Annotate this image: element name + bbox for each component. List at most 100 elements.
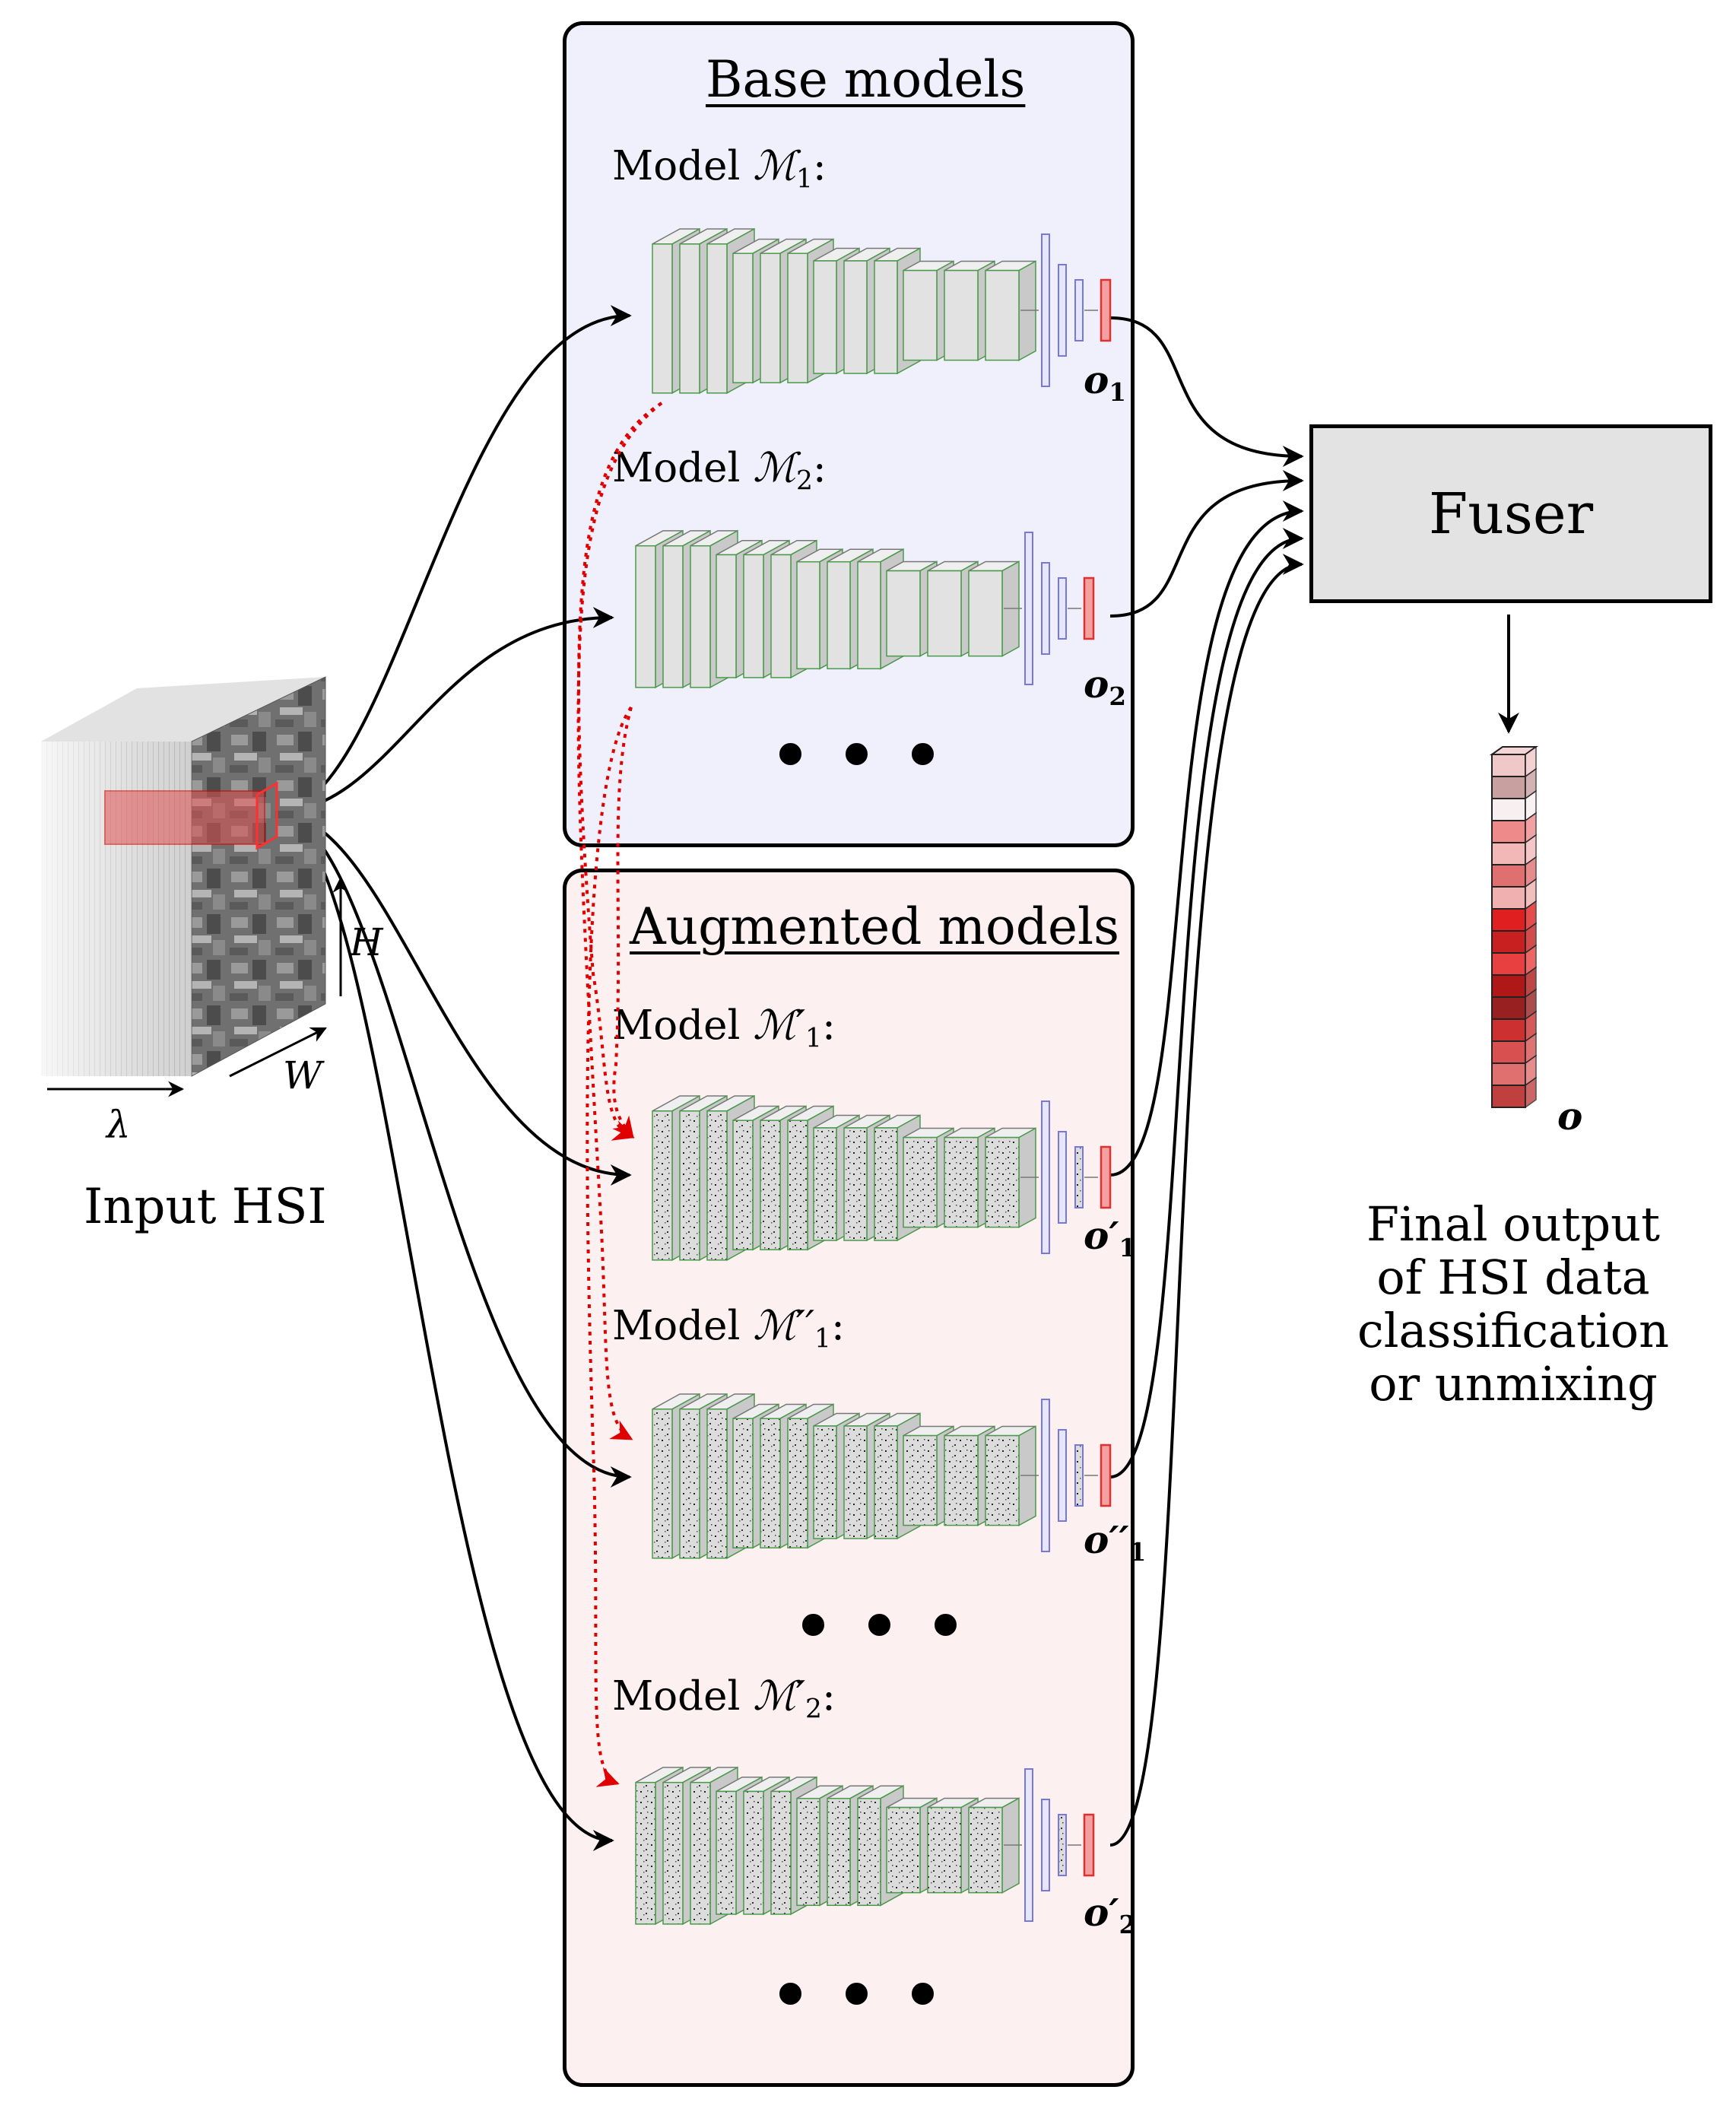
connector-layer	[275, 305, 1519, 1851]
model-subscript: 1	[795, 164, 813, 195]
output-label-o1-double-prime: o′′1	[1084, 1517, 1146, 1567]
box-front-face	[732, 252, 754, 383]
augmented-models-title: Augmented models	[630, 897, 1119, 956]
output-layer	[1083, 1813, 1095, 1877]
conv-layer	[886, 561, 938, 657]
box-front-face	[944, 1136, 979, 1228]
conv-layer	[985, 1425, 1036, 1526]
model-to-fuser-arrow	[1109, 316, 1304, 467]
axis-w-label: W	[283, 1053, 322, 1097]
spectral-band	[94, 742, 100, 1076]
dense-layer	[1041, 1100, 1050, 1254]
dense-layer	[1074, 1444, 1084, 1507]
conv-layer	[968, 561, 1020, 657]
model-subscript: 1	[805, 1023, 822, 1054]
box-front-face	[968, 1806, 1003, 1894]
conv-layer	[843, 1412, 890, 1540]
output-label-o2-prime: o′2	[1084, 1890, 1136, 1939]
spectral-band	[132, 742, 138, 1076]
dense-layer	[1058, 577, 1067, 640]
model-label-m1-prime: Model ℳ′1:	[612, 1002, 836, 1054]
spectral-band	[158, 742, 164, 1076]
model-symbol: ℳ	[753, 1303, 796, 1349]
box-front-face	[732, 1418, 754, 1548]
vector-cell	[1491, 754, 1526, 777]
box-front-face	[635, 1781, 656, 1925]
box-front-face	[743, 554, 764, 678]
spectral-band	[169, 742, 175, 1076]
box-front-face	[944, 269, 979, 361]
base-models-panel	[563, 21, 1135, 847]
augmented-ellipsis-middle: •••	[791, 1583, 989, 1672]
box-front-face	[827, 561, 851, 670]
network-m2-prime	[635, 1766, 1095, 1926]
cube-spatial-face	[191, 676, 326, 1077]
spectral-band	[84, 742, 90, 1076]
augmentation-arrow	[612, 707, 634, 1139]
box-front-face	[813, 260, 837, 374]
box-front-face	[662, 1781, 684, 1925]
input-hsi-label: Input HSI	[84, 1179, 327, 1235]
spectral-band	[163, 742, 170, 1076]
box-front-face	[968, 570, 1003, 657]
final-output-text: Final output of HSI data classification …	[1323, 1198, 1703, 1411]
box-front-face	[796, 561, 820, 670]
dense-layer	[1074, 1146, 1084, 1208]
output-subscript: 2	[1109, 681, 1126, 711]
box-front-face	[874, 1127, 898, 1241]
model-subscript: 1	[814, 1323, 831, 1355]
box-front-face	[743, 1790, 764, 1915]
box-front-face	[652, 243, 673, 394]
vector-cell	[1491, 930, 1526, 954]
box-front-face	[874, 260, 898, 374]
box-front-face	[927, 1806, 962, 1894]
model-symbol: ℳ	[753, 143, 796, 189]
box-front-face	[857, 1797, 881, 1907]
output-label-o1-prime: o′1	[1084, 1213, 1136, 1262]
output-label-o2: o2	[1084, 662, 1126, 711]
dense-layer	[1074, 279, 1084, 341]
output-subscript: 1	[1119, 1232, 1137, 1262]
cube-top-face	[41, 677, 325, 742]
output-symbol: o	[1084, 1890, 1109, 1935]
output-symbol: o	[1084, 662, 1109, 707]
spectral-band	[78, 742, 84, 1076]
model-label-prefix: Model	[612, 1303, 754, 1349]
output-layer	[1083, 576, 1095, 640]
model-symbol: ℳ	[753, 1673, 796, 1720]
vector-cell	[1491, 1062, 1526, 1086]
box-front-face	[813, 1425, 837, 1539]
box-front-face	[827, 1797, 851, 1907]
vector-cell	[1491, 776, 1526, 799]
network-m1	[652, 227, 1112, 395]
vector-cell-side	[1525, 1076, 1537, 1109]
axis-lambda-label: λ	[106, 1103, 131, 1147]
spectral-band	[137, 742, 143, 1076]
spectral-band	[52, 742, 58, 1076]
conv-layer	[968, 1797, 1020, 1894]
model-to-fuser-arrow	[1109, 528, 1304, 1478]
output-label-o1: o1	[1084, 357, 1126, 407]
output-subscript: 2	[1119, 1909, 1137, 1939]
output-layer	[1100, 278, 1112, 342]
box-front-face	[985, 1434, 1020, 1526]
output-symbol: o	[1084, 1517, 1109, 1562]
vector-cell	[1491, 820, 1526, 843]
model-label-m2-prime: Model ℳ′2:	[612, 1673, 836, 1725]
output-subscript: 1	[1109, 376, 1126, 407]
box-front-face	[787, 252, 808, 383]
box-front-face	[903, 1434, 938, 1526]
box-front-face	[843, 1127, 868, 1241]
final-output-line: of HSI data	[1376, 1250, 1650, 1305]
spectral-band	[179, 742, 186, 1076]
box-front-face	[843, 260, 868, 374]
box-front-face	[706, 243, 728, 394]
dense-layer	[1041, 1799, 1050, 1891]
model-symbol: ℳ	[753, 1002, 796, 1049]
output-primes: ′′	[1109, 1517, 1129, 1562]
model-label-prefix: Model	[612, 1002, 754, 1049]
box-front-face	[716, 1790, 737, 1915]
vector-cell	[1491, 798, 1526, 821]
box-front-face	[927, 570, 962, 657]
box-front-face	[770, 554, 792, 678]
